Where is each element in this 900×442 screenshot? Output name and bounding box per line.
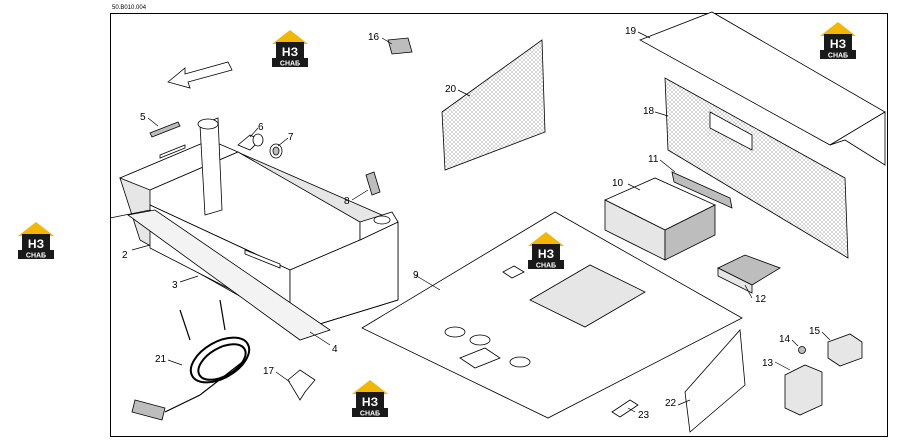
callout-20: 20 [445,84,457,95]
callout-2: 2 [122,250,128,261]
watermark-logo: НЗ СНАБ [528,232,564,270]
callout-18: 18 [643,106,655,117]
callout-17: 17 [263,366,275,377]
watermark-logo: НЗ СНАБ [352,380,388,418]
part-cable-harness [131,299,251,421]
watermark-caption: СНАБ [536,263,556,270]
watermark-caption: СНАБ [360,411,380,418]
watermark-logo: НЗ СНАБ [272,30,308,68]
watermark-mark: НЗ [28,237,44,251]
part-cover-panel [639,11,886,166]
callout-3: 3 [172,280,178,291]
callout-7: 7 [288,132,294,143]
part-base-plate [361,211,743,419]
watermark-caption: СНАБ [828,53,848,60]
part-frame-assembly [109,117,399,341]
watermark-mark: НЗ [830,37,846,51]
watermark-logo: НЗ СНАБ [18,222,54,260]
part-connector-strip [671,171,733,209]
part-side-panel [684,329,746,433]
callout-9: 9 [413,270,419,281]
callout-14: 14 [779,334,791,345]
part-knob [798,346,806,354]
callout-21: 21 [155,354,167,365]
watermark-mark: НЗ [538,247,554,261]
watermark-mark: НЗ [362,395,378,409]
callout-23: 23 [638,410,650,421]
callout-11: 11 [648,154,659,165]
watermark-logo: НЗ СНАБ [820,22,856,60]
part-sensor [827,333,863,367]
callout-22: 22 [665,398,677,409]
drawing-frame [110,13,888,437]
part-pad [717,254,781,294]
part-spring [365,171,381,196]
part-block [387,37,413,55]
callout-labels: 2 3 4 5 6 7 8 9 10 11 12 13 14 15 16 17 … [122,26,821,421]
part-elbow [237,133,264,151]
part-mesh-panel [441,39,546,171]
callout-8: 8 [344,196,350,207]
part-grille-small [149,121,181,138]
part-electronics-box [604,177,716,261]
part-container [784,364,823,416]
callout-16: 16 [368,32,380,43]
watermark-mark: НЗ [282,45,298,59]
part-mesh-screen [664,77,849,259]
part-y-connector [287,369,316,401]
drawing-reference: 50.B010.004 [112,5,147,11]
part-bracket [611,399,639,418]
callout-19: 19 [625,26,637,37]
watermark-caption: СНАБ [26,253,46,260]
direction-arrow [167,61,233,89]
callout-5: 5 [140,112,146,123]
callout-12: 12 [755,294,767,305]
leader-lines [131,31,831,413]
callout-15: 15 [809,326,821,337]
callout-6: 6 [258,122,264,133]
callout-10: 10 [612,178,624,189]
callout-4: 4 [332,344,338,355]
callout-13: 13 [762,358,774,369]
part-cap [269,143,283,159]
watermark-caption: СНАБ [280,61,300,68]
